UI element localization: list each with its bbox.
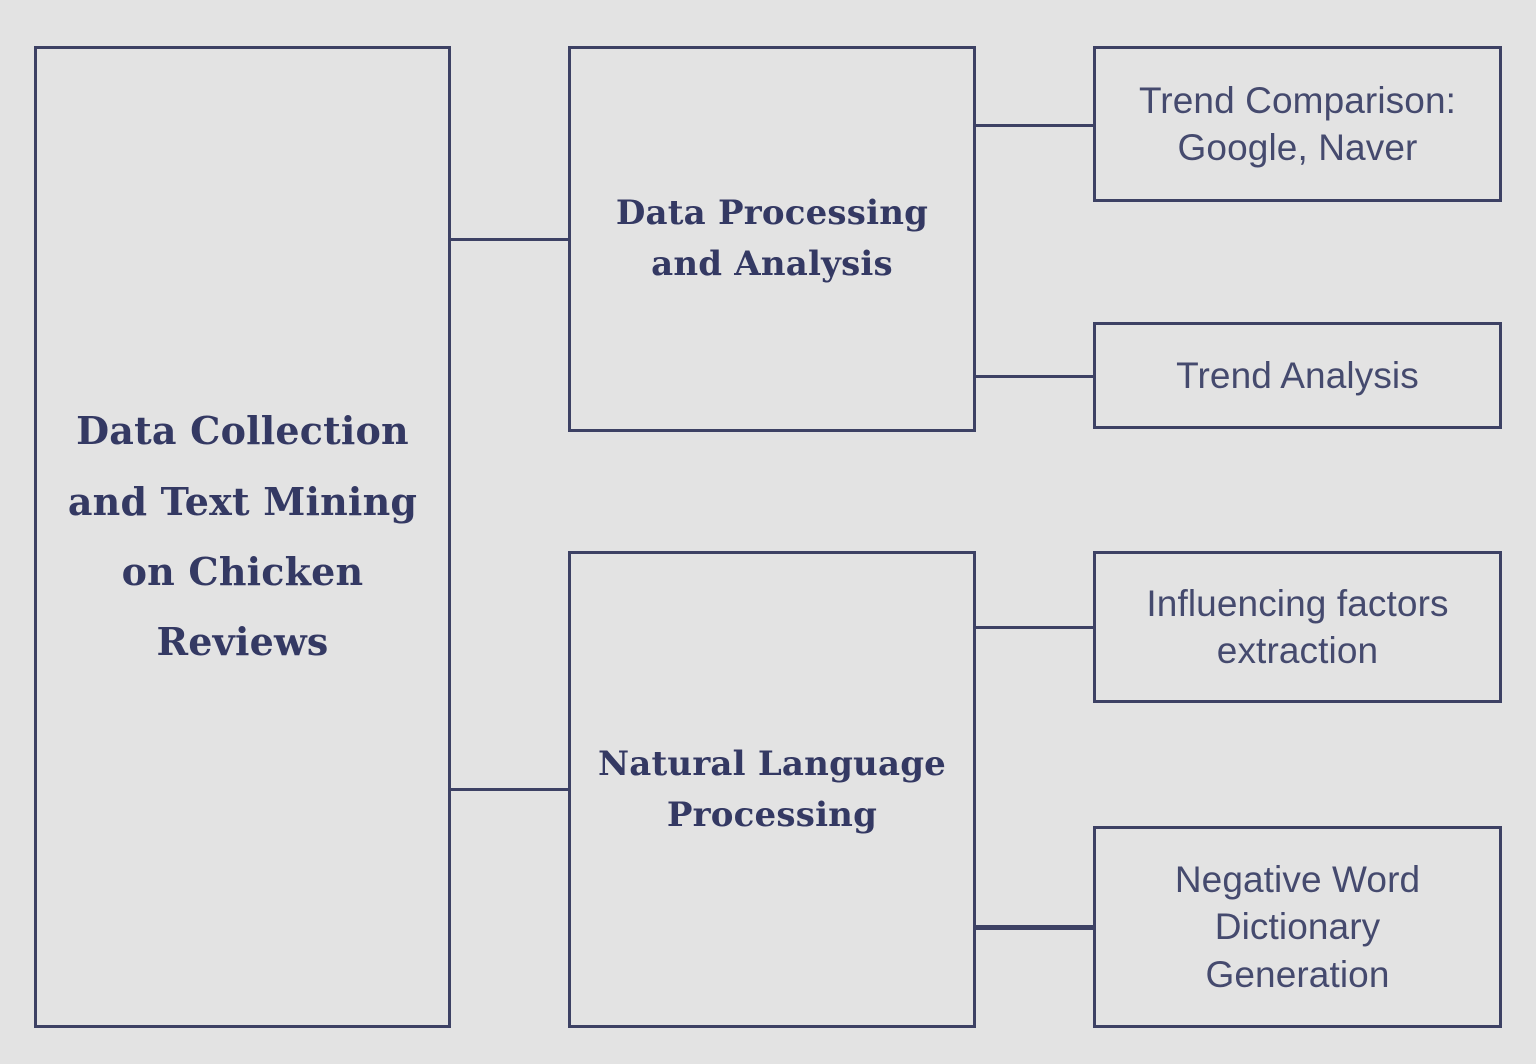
connector-root-to-data-processing (451, 238, 570, 241)
node-trend-comparison-label: Trend Comparison: Google, Naver (1138, 79, 1456, 168)
node-influencing-factors-label: Influencing factors extraction (1146, 582, 1449, 671)
node-trend-comparison: Trend Comparison: Google, Naver (1093, 46, 1502, 202)
connector-nlp-to-negative-word-dictionary (976, 925, 1095, 930)
connector-data-processing-to-trend-analysis (976, 375, 1095, 378)
connector-data-processing-to-trend-comparison (976, 124, 1095, 127)
node-root-label: Data Collection and Text Mining on Chick… (67, 408, 418, 665)
node-trend-analysis-label: Trend Analysis (1176, 354, 1419, 396)
node-negative-word-label: Negative Word Dictionary Generation (1174, 858, 1421, 995)
node-natural-language-processing: Natural Language Processing (568, 551, 976, 1028)
node-root-data-collection-and-text-mining: Data Collection and Text Mining on Chick… (34, 46, 451, 1028)
node-influencing-factors-extraction: Influencing factors extraction (1093, 551, 1502, 703)
node-natural-language-processing-label: Natural Language Processing (597, 743, 946, 835)
connector-root-to-natural-language-processing (451, 788, 570, 791)
connector-nlp-to-influencing-factors (976, 626, 1095, 629)
node-trend-analysis: Trend Analysis (1093, 322, 1502, 429)
node-negative-word-dictionary-generation: Negative Word Dictionary Generation (1093, 826, 1502, 1028)
node-data-processing-and-analysis: Data Processing and Analysis (568, 46, 976, 432)
node-data-processing-label: Data Processing and Analysis (615, 193, 929, 284)
